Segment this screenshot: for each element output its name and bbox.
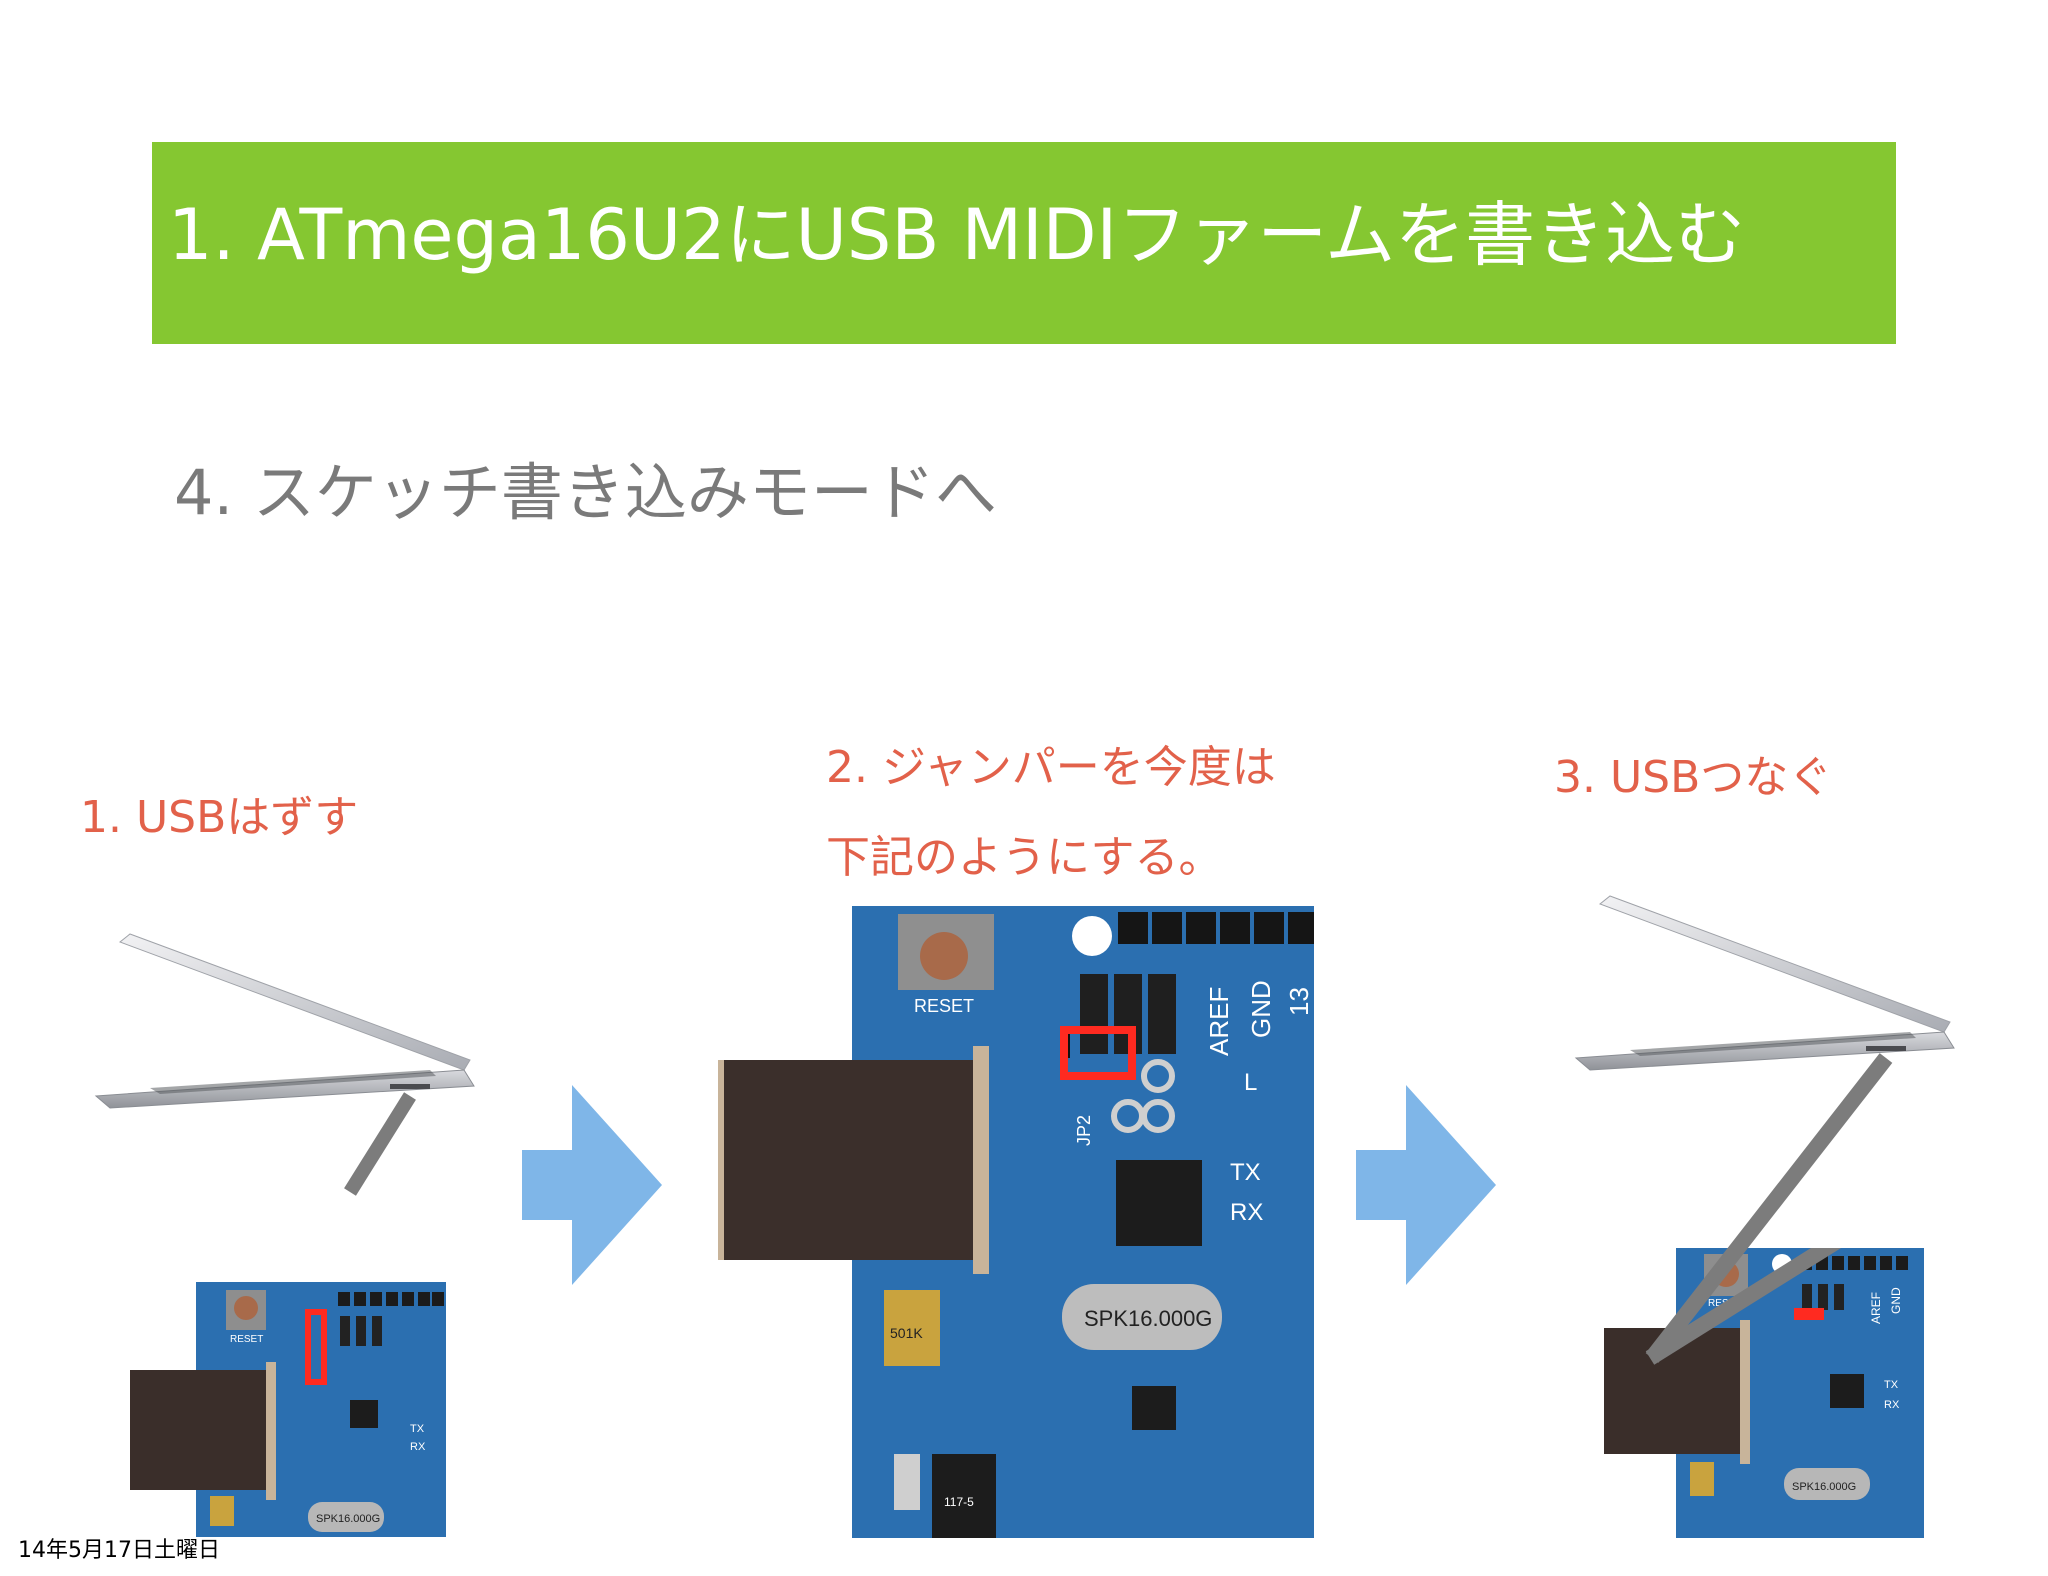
arduino-board-step-3: RESET AREF GND TX RX SPK16.000G <box>1604 1248 1924 1538</box>
rx-label-step-3: RX <box>1884 1399 1900 1411</box>
step-1-label: 1. USBはずす <box>80 792 359 843</box>
tx-label-step-3: TX <box>1884 1379 1899 1391</box>
regulator-label-step-2: 117-5 <box>944 1495 974 1509</box>
step-2-label-line1: 2. ジャンパーを今度は <box>826 742 1276 793</box>
aref-label-step-3: AREF <box>1869 1292 1883 1324</box>
crystal-label-step-2: SPK16.000G <box>1084 1306 1212 1331</box>
crystal-label-step-3: SPK16.000G <box>1792 1481 1856 1493</box>
usb-cable-step-3 <box>1645 1053 1893 1363</box>
reset-label-step-1: RESET <box>230 1334 263 1345</box>
laptop-illustration-step-3 <box>1574 895 1955 1071</box>
arduino-board-step-1: RESET TX RX SPK16.000G <box>130 1282 446 1537</box>
arrow-right-icon-1 <box>522 1085 662 1285</box>
rx-label-step-1: RX <box>410 1441 426 1453</box>
pin13-label-step-2: 13 <box>1284 987 1314 1016</box>
slide-subtitle: 4. スケッチ書き込みモードへ <box>174 456 997 529</box>
crystal-label-step-1: SPK16.000G <box>316 1513 380 1525</box>
gnd-label-step-3: GND <box>1889 1287 1903 1314</box>
arrow-right-icon-2 <box>1356 1085 1496 1285</box>
step-2-label-line2: 下記のようにする。 <box>826 832 1223 883</box>
step-3-label: 3. USBつなぐ <box>1554 752 1833 803</box>
title-banner: 1. ATmega16U2にUSB MIDIファームを書き込む <box>152 142 1896 344</box>
slide-title: 1. ATmega16U2にUSB MIDIファームを書き込む <box>168 194 1746 276</box>
reset-label-step-2: RESET <box>914 996 974 1016</box>
component-label-step-2: 501K <box>890 1325 923 1341</box>
laptop-illustration-step-1 <box>94 933 475 1196</box>
l-label-step-2: L <box>1244 1069 1257 1096</box>
arduino-board-step-2: RESET JP2 AREF GND 13 L TX RX SPK16.000G… <box>718 906 1314 1538</box>
rx-label-step-2: RX <box>1230 1199 1263 1226</box>
aref-label-step-2: AREF <box>1204 987 1234 1056</box>
jp2-label-step-2: JP2 <box>1074 1115 1094 1146</box>
tx-label-step-1: TX <box>410 1423 425 1435</box>
tx-label-step-2: TX <box>1230 1159 1261 1186</box>
gnd-label-step-2: GND <box>1246 980 1276 1038</box>
footer-date: 14年5月17日土曜日 <box>18 1538 220 1563</box>
